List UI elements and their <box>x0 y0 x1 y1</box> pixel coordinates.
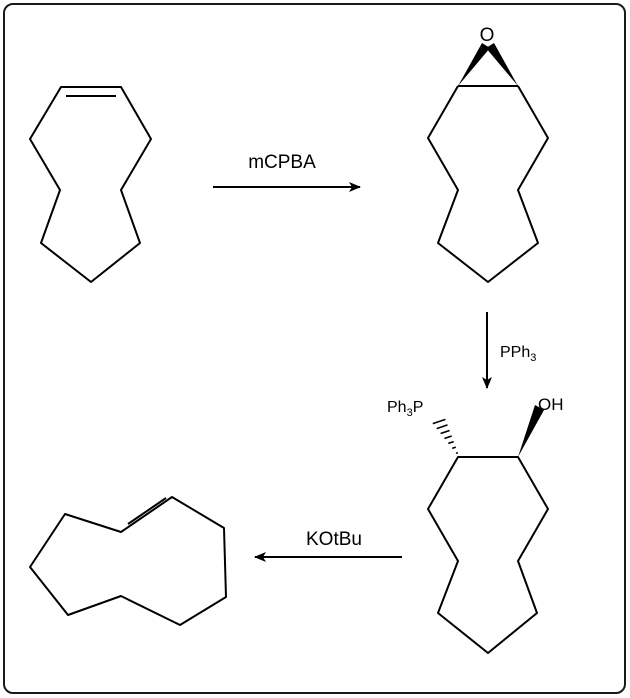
phosphonium-label: Ph3P <box>387 399 423 419</box>
reagent-mcpba: mCPBA <box>248 152 316 173</box>
wedge-bond <box>518 405 544 457</box>
hashed-bond <box>432 418 459 455</box>
scheme-frame <box>3 3 626 694</box>
wedge-bond <box>486 43 518 86</box>
phosphonium-alcohol: Ph3P OH <box>387 395 564 654</box>
trans-cyclononene <box>29 496 227 626</box>
reagent-kotbu: KOtBu <box>306 529 362 550</box>
wedge-bond <box>458 43 490 86</box>
cyclononene-oxide: O <box>427 25 549 283</box>
reagent-pph3: PPh3 <box>500 344 536 364</box>
epoxide-oxygen: O <box>480 25 495 46</box>
hydroxyl-label: OH <box>538 395 564 414</box>
cis-cyclononene <box>29 86 152 283</box>
